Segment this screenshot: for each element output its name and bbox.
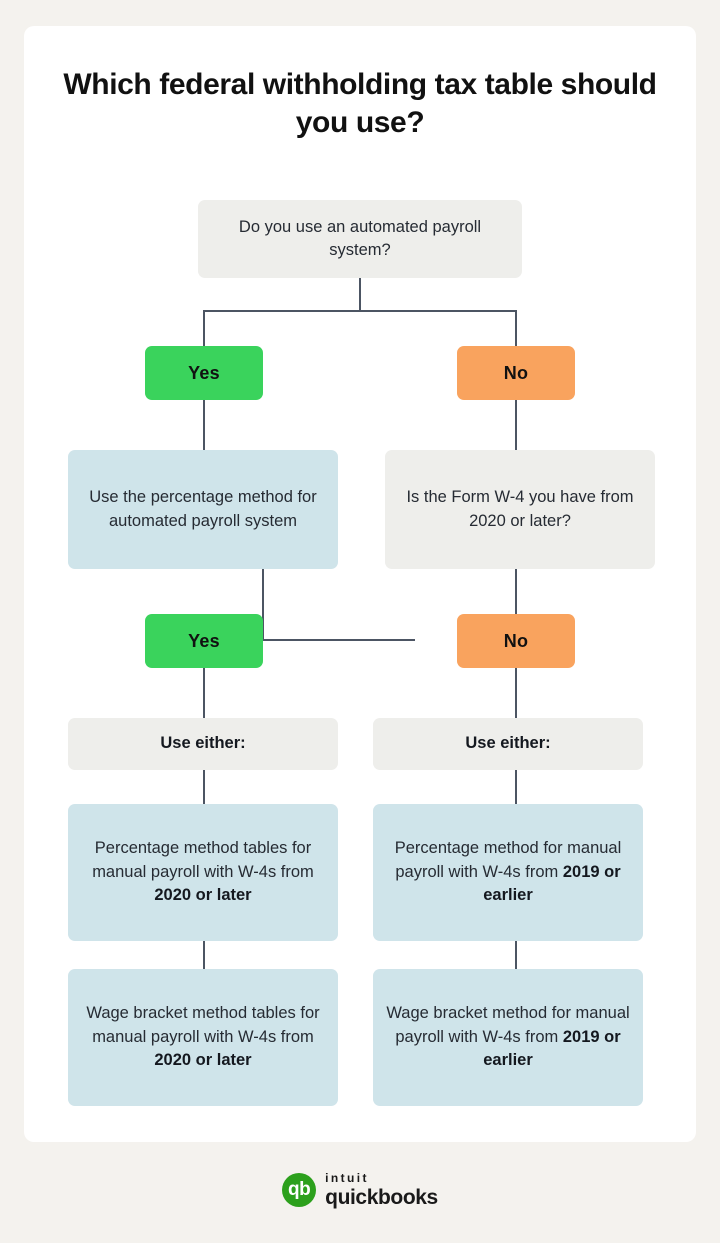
connector-split-bar <box>203 310 517 312</box>
left-wage-bracket-emphasis: 2020 or later <box>154 1051 252 1070</box>
connector-split-left-drop <box>203 310 205 346</box>
connector-useeither-right-down <box>515 770 517 804</box>
left-wage-bracket-text: Wage bracket method tables for manual pa… <box>80 1002 326 1072</box>
page-title: Which federal withholding tax table shou… <box>63 68 657 140</box>
right-wage-bracket-lead: Wage bracket method for manual payroll w… <box>386 1004 630 1046</box>
right-percentage-method-lead: Percentage method for manual payroll wit… <box>394 839 622 881</box>
quickbooks-qb-icon: qb <box>282 1173 317 1207</box>
right-wage-bracket-emphasis: 2019 or earlier <box>483 1027 621 1070</box>
right-percentage-method-emphasis: 2019 or earlier <box>483 862 621 905</box>
left-wage-bracket-lead: Wage bracket method tables for manual pa… <box>86 1004 320 1046</box>
connector-useeither-left-down <box>203 770 205 804</box>
pill-yes-automated[interactable]: Yes <box>145 346 263 400</box>
quickbooks-wordmark: intuit quickbooks <box>325 1172 438 1208</box>
connector-no1-to-w4 <box>515 400 517 450</box>
quickbooks-wordmark-text: quickbooks <box>325 1186 438 1209</box>
right-percentage-method-text: Percentage method for manual payroll wit… <box>385 837 631 907</box>
node-root-question: Do you use an automated payroll system? <box>198 200 522 278</box>
percentage-automated-text: Use the percentage method for automated … <box>89 488 317 530</box>
node-right-wage-bracket: Wage bracket method for manual payroll w… <box>373 969 643 1106</box>
connector-split-right-drop <box>515 310 517 346</box>
connector-w4-elbow-to-yes2 <box>262 569 415 641</box>
intuit-wordmark: intuit <box>325 1171 369 1185</box>
pill-no-w4-2019-label: No <box>503 630 529 651</box>
connector-no2-to-useeither <box>515 668 517 718</box>
node-use-either-right: Use either: <box>373 718 643 770</box>
pill-no-automated-label: No <box>503 362 529 383</box>
node-left-percentage-method: Percentage method tables for manual payr… <box>68 804 338 941</box>
right-wage-bracket-text: Wage bracket method for manual payroll w… <box>385 1002 631 1072</box>
left-percentage-method-lead: Percentage method tables for manual payr… <box>92 839 314 881</box>
root-question-text: Do you use an automated payroll system? <box>238 217 482 259</box>
pill-yes-w4-2020[interactable]: Yes <box>145 614 263 668</box>
use-either-left-text: Use either: <box>160 734 246 753</box>
w4-question-text: Is the Form W-4 you have from 2020 or la… <box>406 488 634 530</box>
left-percentage-method-emphasis: 2020 or later <box>154 886 252 905</box>
connector-yes2-to-useeither <box>203 668 205 718</box>
connector-yes1-to-outcome <box>203 400 205 450</box>
use-either-right-text: Use either: <box>465 734 551 753</box>
node-right-percentage-method: Percentage method for manual payroll wit… <box>373 804 643 941</box>
pill-no-automated[interactable]: No <box>457 346 575 400</box>
node-left-wage-bracket: Wage bracket method tables for manual pa… <box>68 969 338 1106</box>
node-w4-question: Is the Form W-4 you have from 2020 or la… <box>385 450 655 569</box>
node-percentage-automated: Use the percentage method for automated … <box>68 450 338 569</box>
node-use-either-left: Use either: <box>68 718 338 770</box>
pill-no-w4-2019[interactable]: No <box>457 614 575 668</box>
connector-right-pct-to-wage <box>515 941 517 969</box>
connector-root-stem <box>359 278 361 311</box>
connector-left-pct-to-wage <box>203 941 205 969</box>
left-percentage-method-text: Percentage method tables for manual payr… <box>80 837 326 907</box>
pill-yes-w4-2020-label: Yes <box>188 630 220 651</box>
connector-w4-to-no2 <box>515 569 517 614</box>
quickbooks-logo: qb intuit quickbooks <box>0 1172 720 1208</box>
pill-yes-automated-label: Yes <box>188 362 220 383</box>
